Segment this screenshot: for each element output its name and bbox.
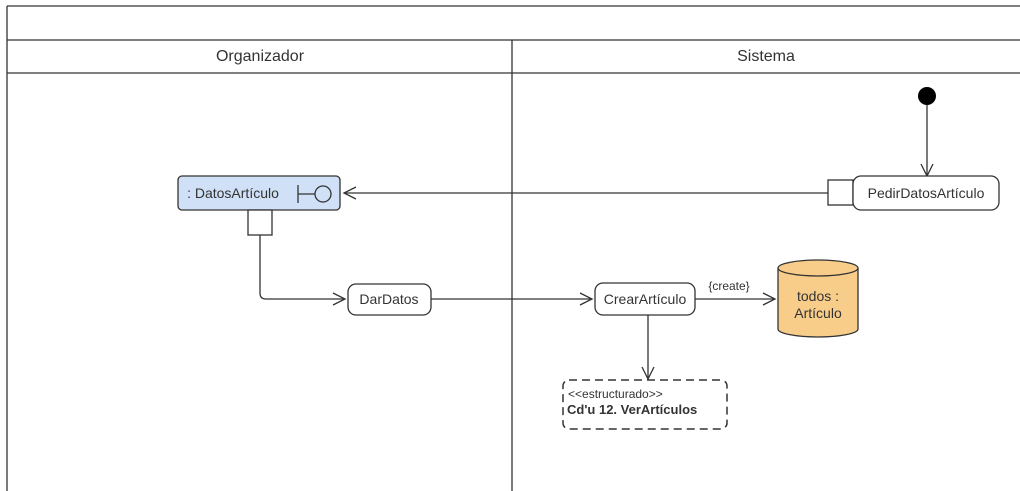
structured-node-ver-articulos[interactable] (562, 379, 728, 430)
edge-dardatos-to-creararticulo (431, 292, 594, 306)
pin-pedir-output[interactable] (827, 179, 854, 206)
object-datos-articulo-label: : DatosArtículo (187, 185, 279, 201)
swimlane-frame (6, 5, 1020, 491)
action-dar-datos-label: DarDatos (359, 291, 418, 307)
datastore-label-line2: Artículo (794, 305, 842, 321)
lane-organizador-title: Organizador (216, 48, 305, 65)
edge-crear-to-estructurado (641, 315, 655, 381)
structured-node-stereotype: <<estructurado>> (568, 387, 663, 401)
initial-node[interactable] (918, 87, 936, 105)
edge-datos-to-dardatos (259, 235, 347, 306)
action-pedir-datos-articulo[interactable] (852, 175, 1000, 211)
action-pedir-datos-articulo-label: PedirDatosArtículo (868, 185, 985, 201)
lane-sistema-title: Sistema (737, 48, 795, 65)
structured-node-name: Cd'u 12. VerArtículos (567, 402, 697, 417)
action-crear-articulo-label: CrearArtículo (604, 291, 687, 307)
pin-datos-output[interactable] (247, 209, 273, 236)
edge-pedir-to-datos (342, 186, 828, 200)
edge-initial-to-pedir (920, 105, 934, 178)
boundary-icon (297, 185, 332, 203)
datastore-label-line1: todos : (797, 288, 839, 304)
edge-crear-to-datastore (695, 292, 777, 306)
datastore-todos-articulo[interactable] (777, 259, 859, 338)
edge-create-label: {create} (708, 279, 749, 293)
